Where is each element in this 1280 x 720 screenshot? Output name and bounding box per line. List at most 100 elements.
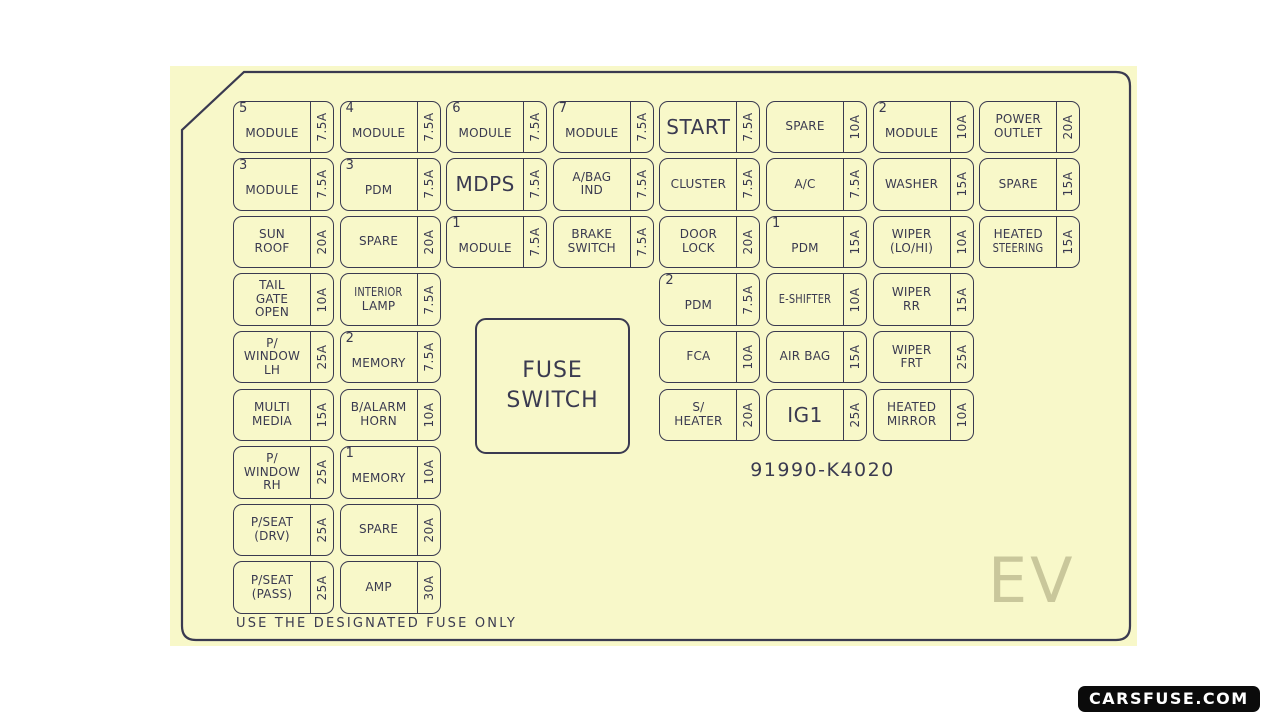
fuse-amp-rating: 10A (954, 229, 969, 255)
fuse-label: IG1 (787, 402, 823, 427)
fuse-label-area: S/HEATER (660, 390, 736, 441)
fuse-label: SPARE (998, 176, 1038, 191)
fuse-amp-rating: 25A (315, 459, 329, 485)
fuse-label: MODULE (458, 125, 512, 140)
fuse-amp-strip: 7.5A (843, 159, 866, 210)
fuse-amp-strip: 10A (843, 274, 866, 325)
fuse-label: MULTI (253, 400, 291, 415)
fuse-amp-rating: 7.5A (634, 112, 649, 142)
fuse-amp-rating: 20A (1061, 114, 1076, 140)
fuse-label: SWITCH (567, 240, 616, 255)
fuse-label: MODULE (245, 183, 299, 198)
fuse-label: MODULE (458, 240, 512, 255)
fuse-circuit-number: 5 (239, 101, 248, 116)
fuse-label: RH (263, 478, 281, 493)
fuse-circuit-number: 2 (878, 101, 887, 116)
fuse-circuit-number: 3 (345, 159, 354, 174)
fuse-label: STEERING (992, 240, 1044, 255)
fuse-label: S/ (692, 400, 705, 415)
fuse-amp-strip: 10A (949, 101, 973, 152)
fuse-cell: P/SEAT(PASS)25A (233, 561, 334, 614)
fuse-amp-rating: 10A (421, 402, 436, 428)
fuse-switch-label-line: FUSE (522, 358, 583, 383)
fuse-amp-rating: 15A (954, 171, 969, 197)
fuse-label: SPARE (358, 522, 399, 537)
fuse-amp-rating: 7.5A (741, 169, 756, 199)
fuse-label: RR (903, 298, 921, 313)
fuse-amp-strip: 25A (310, 447, 333, 498)
fuse-label-area: SPARE (767, 102, 843, 153)
fuse-label: ROOF (254, 240, 290, 255)
fuse-label: P/SEAT (250, 515, 294, 530)
fuse-label: INTERIOR (354, 285, 403, 300)
fuse-amp-strip: 7.5A (523, 216, 546, 268)
fuse-cell: FCA 10A (659, 330, 761, 384)
fuse-label: IND (580, 183, 603, 198)
fuse-circuit-number: 2 (345, 331, 354, 346)
fuse-amp-strip: 20A (1056, 101, 1079, 152)
fuse-amp-rating: 7.5A (634, 227, 649, 257)
fuse-label: HEATED (886, 400, 937, 415)
fuse-amp-rating: 20A (315, 229, 329, 255)
fuse-amp-strip: 25A (949, 331, 973, 383)
fuse-amp-rating: 7.5A (848, 169, 862, 199)
fuse-label: MODULE (565, 125, 619, 140)
fuse-amp-rating: 10A (848, 287, 862, 313)
fuse-amp-strip: 25A (310, 504, 333, 556)
fuse-label: P/ (266, 335, 278, 350)
fuse-amp-rating: 25A (848, 402, 862, 428)
fuse-amp-strip: 25A (310, 562, 333, 613)
fuse-label: HORN (360, 413, 397, 428)
fuse-label: GATE (255, 291, 289, 306)
fuse-amp-strip: 20A (736, 389, 759, 440)
fuse-label-area: MDPS (447, 159, 523, 210)
fuse-label: (PASS) (251, 586, 293, 601)
fuse-amp-strip: 25A (310, 331, 333, 383)
fuse-amp-strip: 30A (416, 562, 440, 613)
fuse-label: A/C (794, 176, 816, 191)
fuse-amp-rating: 20A (741, 229, 756, 255)
fuse-amp-rating: 10A (741, 344, 756, 370)
fuse-label-area: CLUSTER (660, 159, 736, 210)
fuse-amp-strip: 10A (416, 389, 440, 440)
designated-fuse-note: USE THE DESIGNATED FUSE ONLY (236, 616, 518, 631)
fuse-cell: WIPER(LO/HI)10A (872, 215, 974, 269)
fuse-amp-strip: 7.5A (736, 159, 759, 210)
fuse-amp-rating: 10A (954, 402, 969, 428)
fuse-label-area: E-SHIFTER (767, 274, 843, 325)
fuse-label: FRT (900, 356, 923, 371)
fuse-amp-strip: 7.5A (310, 101, 333, 152)
fuse-amp-strip: 10A (843, 101, 866, 152)
fuse-amp-rating: 20A (741, 402, 756, 428)
fuse-amp-strip: 7.5A (736, 274, 759, 325)
fuse-label: PDM (684, 298, 713, 313)
fuse-circuit-number: 4 (345, 101, 354, 116)
fuse-amp-rating: 10A (315, 287, 329, 313)
fuse-amp-rating: 25A (954, 344, 969, 370)
fuse-label: WIPER (891, 285, 932, 300)
fuse-label-area: FCA (660, 332, 736, 383)
fuse-amp-strip: 7.5A (416, 159, 440, 210)
fuse-label: MEMORY (351, 471, 406, 486)
